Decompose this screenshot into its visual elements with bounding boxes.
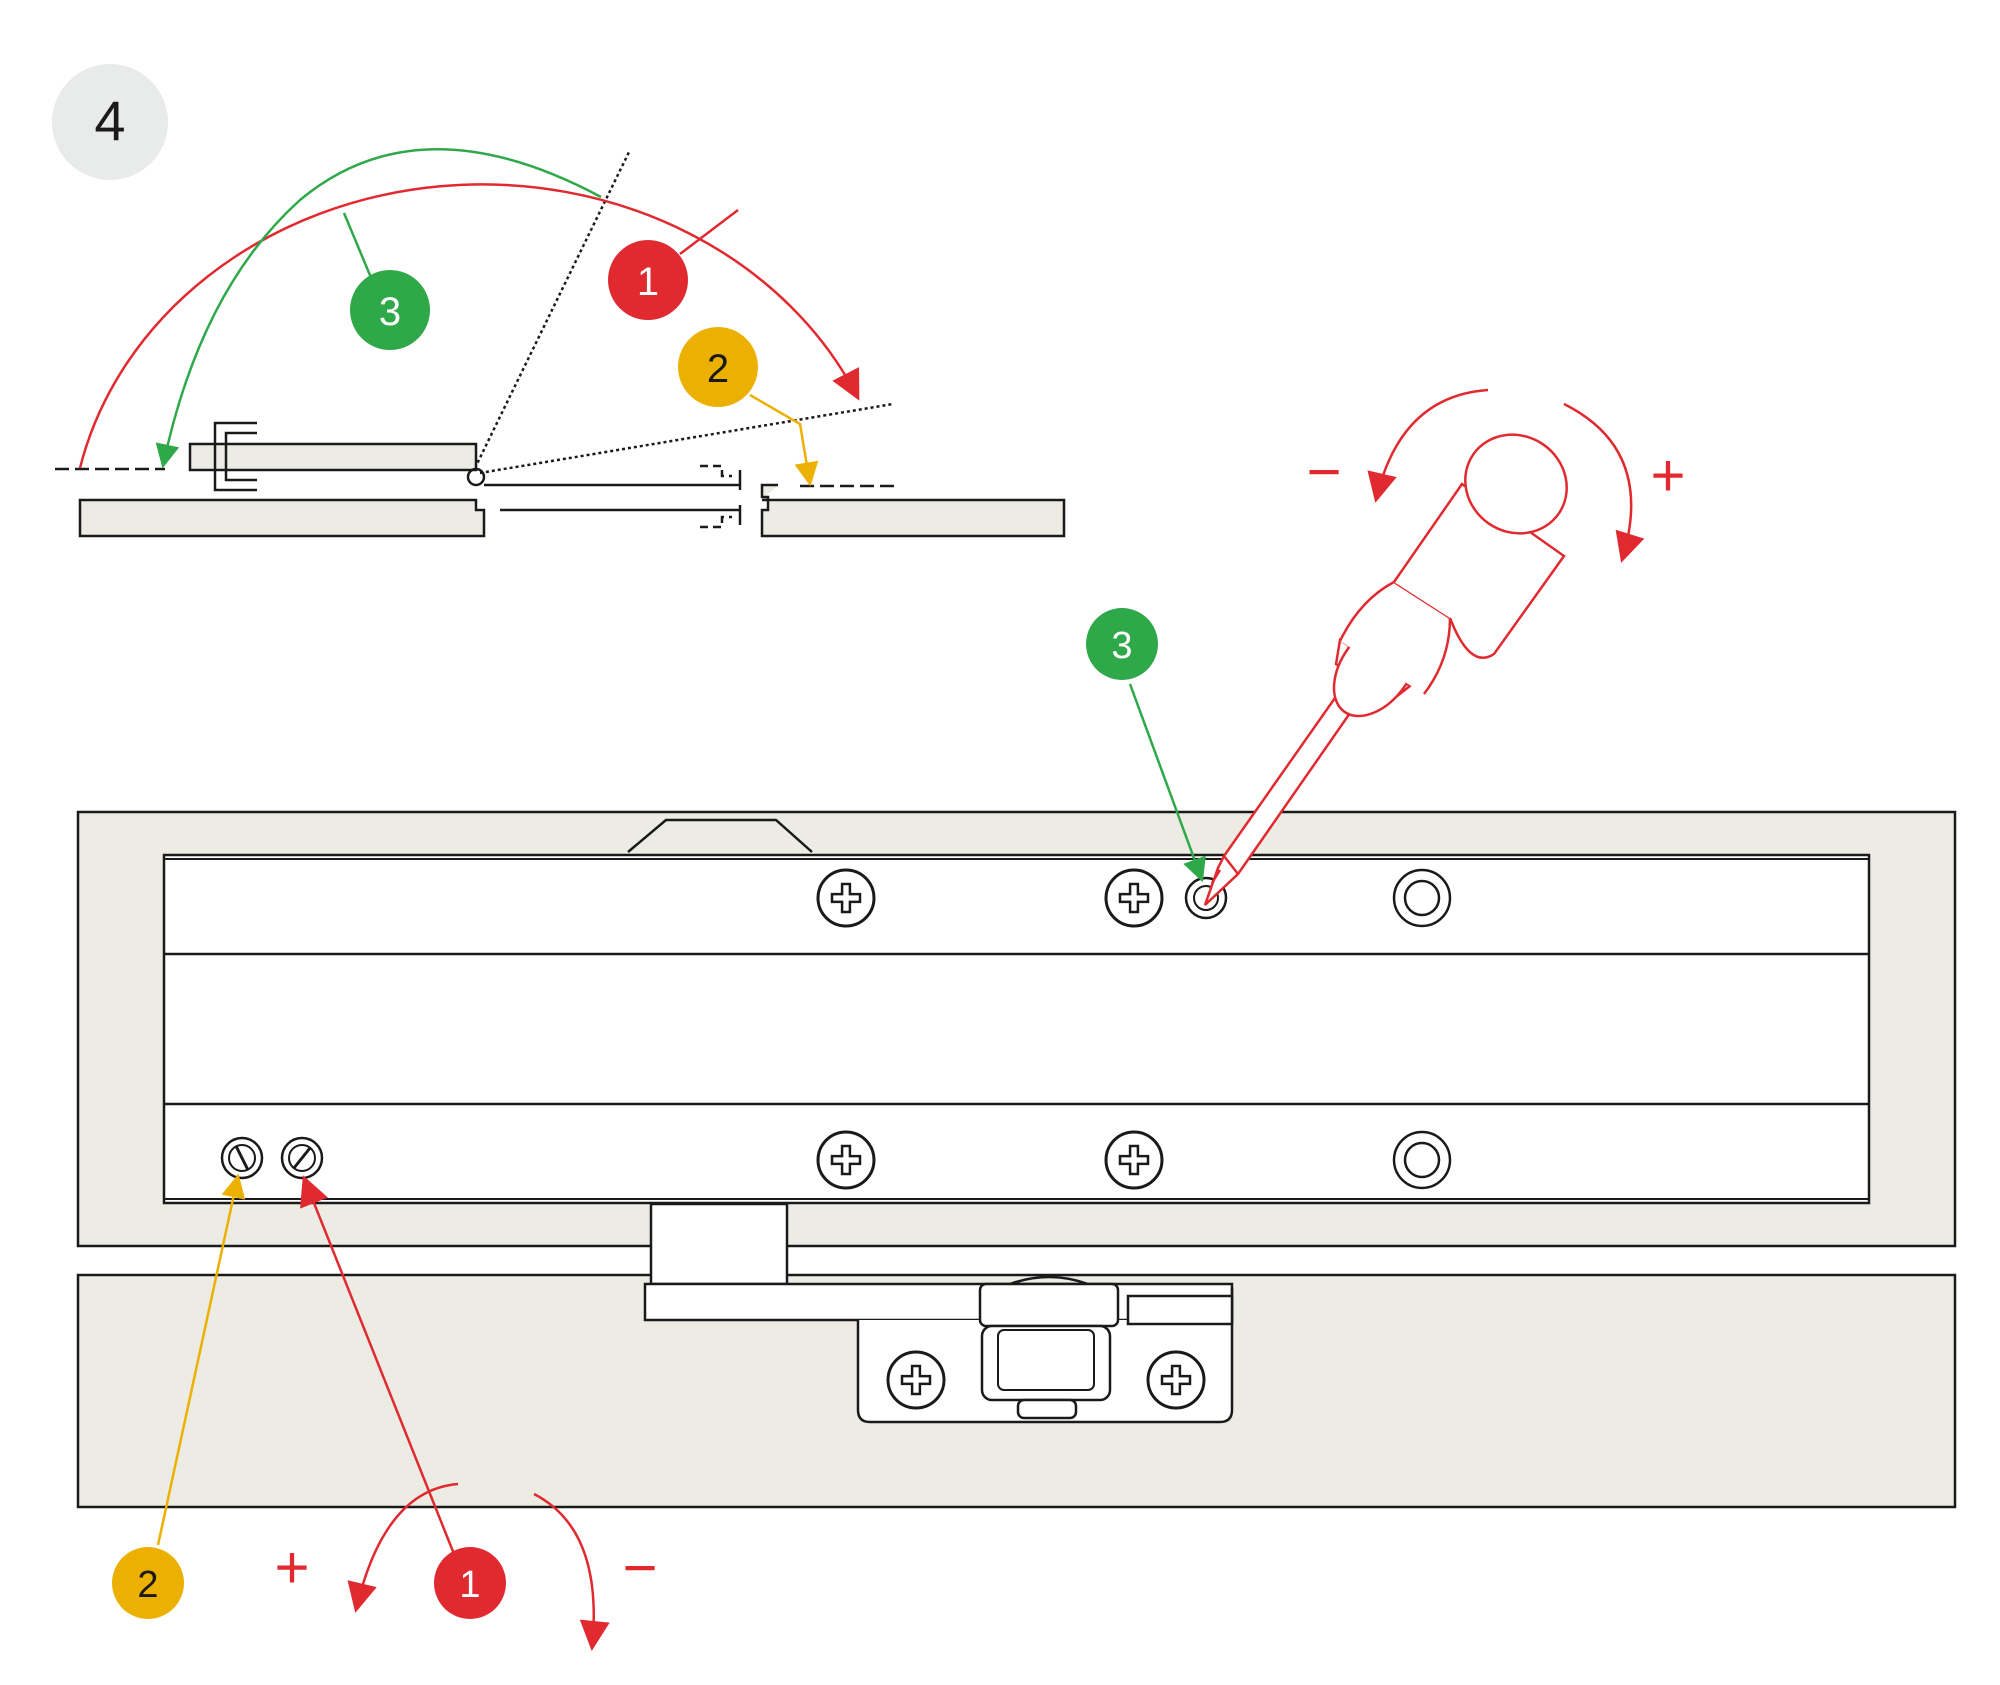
svg-text:2: 2 [137, 1564, 158, 1606]
front-callout-2: 2 [112, 1547, 184, 1619]
front-callout-3: 3 [1086, 608, 1158, 680]
svg-text:3: 3 [379, 290, 401, 334]
screw-hinge-right[interactable] [1146, 1350, 1206, 1410]
leader-3 [1128, 683, 1206, 883]
hinge-bracket [213, 421, 257, 492]
screw-bottom-2[interactable] [1104, 1130, 1164, 1190]
adjust-screw-1[interactable] [280, 1136, 324, 1180]
top-view: 1 2 3 [55, 148, 1066, 538]
screw-bottom-1[interactable] [816, 1130, 876, 1190]
top-callout-3: 3 [350, 270, 430, 350]
cabinet-panel-right [760, 483, 1066, 538]
screw-top-1[interactable] [816, 868, 876, 928]
hinge-bracket-dashed [700, 464, 732, 529]
opening-angle-arc-red [78, 183, 860, 469]
svg-text:1: 1 [637, 260, 659, 304]
hinge-arm-vertical [649, 1202, 789, 1286]
rotate-arrow-plus [1563, 402, 1645, 563]
door-closed-outline [484, 483, 740, 512]
screw-top-2[interactable] [1104, 868, 1164, 928]
cabinet-panel-left [78, 498, 486, 538]
top-callout-1: 1 [608, 240, 688, 320]
opening-angle-arc-green [155, 148, 602, 469]
screw-group [816, 868, 1206, 1410]
sign-plus-top: + [1650, 442, 1685, 509]
door-panel [188, 442, 478, 472]
door-open-angle-line [473, 149, 632, 469]
svg-text:3: 3 [1111, 625, 1132, 667]
sign-minus-top: − [1306, 438, 1341, 505]
front-callout-1: 1 [434, 1547, 506, 1619]
hinge-cam [978, 1282, 1120, 1328]
rotate-arrow-minus [1367, 388, 1489, 503]
screw-hinge-left[interactable] [886, 1350, 946, 1410]
top-callout-2: 2 [678, 327, 758, 407]
svg-text:2: 2 [707, 347, 729, 391]
door-max-angle-line [479, 402, 894, 475]
rotate-arrow-minus-bottom [533, 1492, 610, 1651]
sign-plus-bottom: + [274, 1534, 309, 1601]
front-view: − + + − 3 2 1 [76, 388, 1957, 1651]
rotate-arrow-plus-bottom [347, 1482, 459, 1613]
step-number: 4 [94, 89, 125, 152]
step-badge: 4 [52, 64, 168, 180]
leader-2 [156, 1173, 246, 1546]
top-tab [627, 818, 813, 853]
hinge-mounting-plate [162, 853, 1871, 1205]
screwdriver [1203, 433, 1568, 906]
gap-indicator-yellow [749, 393, 819, 487]
hinge-pivot [466, 467, 486, 487]
mounting-hole-bottom [1392, 1130, 1452, 1190]
mounting-hole-top [1392, 868, 1452, 928]
adjust-screw-2[interactable] [220, 1136, 264, 1180]
svg-text:1: 1 [459, 1564, 480, 1606]
sign-minus-bottom: − [622, 1534, 657, 1601]
